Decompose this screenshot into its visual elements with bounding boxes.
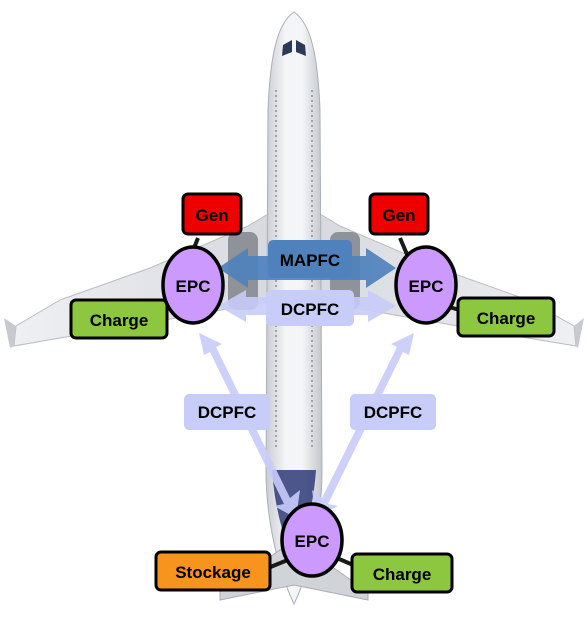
- mapfc-label-box: [268, 240, 352, 278]
- mapfc-label: MAPFC: [280, 251, 340, 270]
- gen-left-box: [181, 192, 243, 236]
- stockage-label: Stockage: [175, 563, 251, 582]
- charge-left-label: Charge: [90, 311, 149, 330]
- epc-right-label: EPC: [409, 277, 444, 296]
- dcpfc-left-label: DCPFC: [198, 403, 257, 422]
- charge-bottom-box: [350, 552, 454, 594]
- dcpfc-top-label: DCPFC: [281, 300, 340, 319]
- epc-left-node: [161, 245, 225, 325]
- dcpfc-left-label-box: [184, 394, 270, 430]
- gen-right-box: [368, 192, 430, 236]
- gen-right-label: Gen: [382, 206, 415, 225]
- dcpfc-top-label-box: [266, 290, 354, 326]
- epc-bottom-node: [280, 502, 344, 578]
- epc-right-node: [394, 245, 458, 325]
- stockage-box: [154, 550, 272, 592]
- epc-left-label: EPC: [176, 277, 211, 296]
- charge-bottom-label: Charge: [373, 565, 432, 584]
- dcpfc-right-label-box: [350, 394, 436, 430]
- dcpfc-right-label: DCPFC: [364, 403, 423, 422]
- gen-left-label: Gen: [195, 206, 228, 225]
- epc-bottom-label: EPC: [295, 532, 330, 551]
- charge-left-box: [69, 298, 169, 340]
- charge-right-box: [456, 296, 556, 338]
- charge-right-label: Charge: [477, 309, 536, 328]
